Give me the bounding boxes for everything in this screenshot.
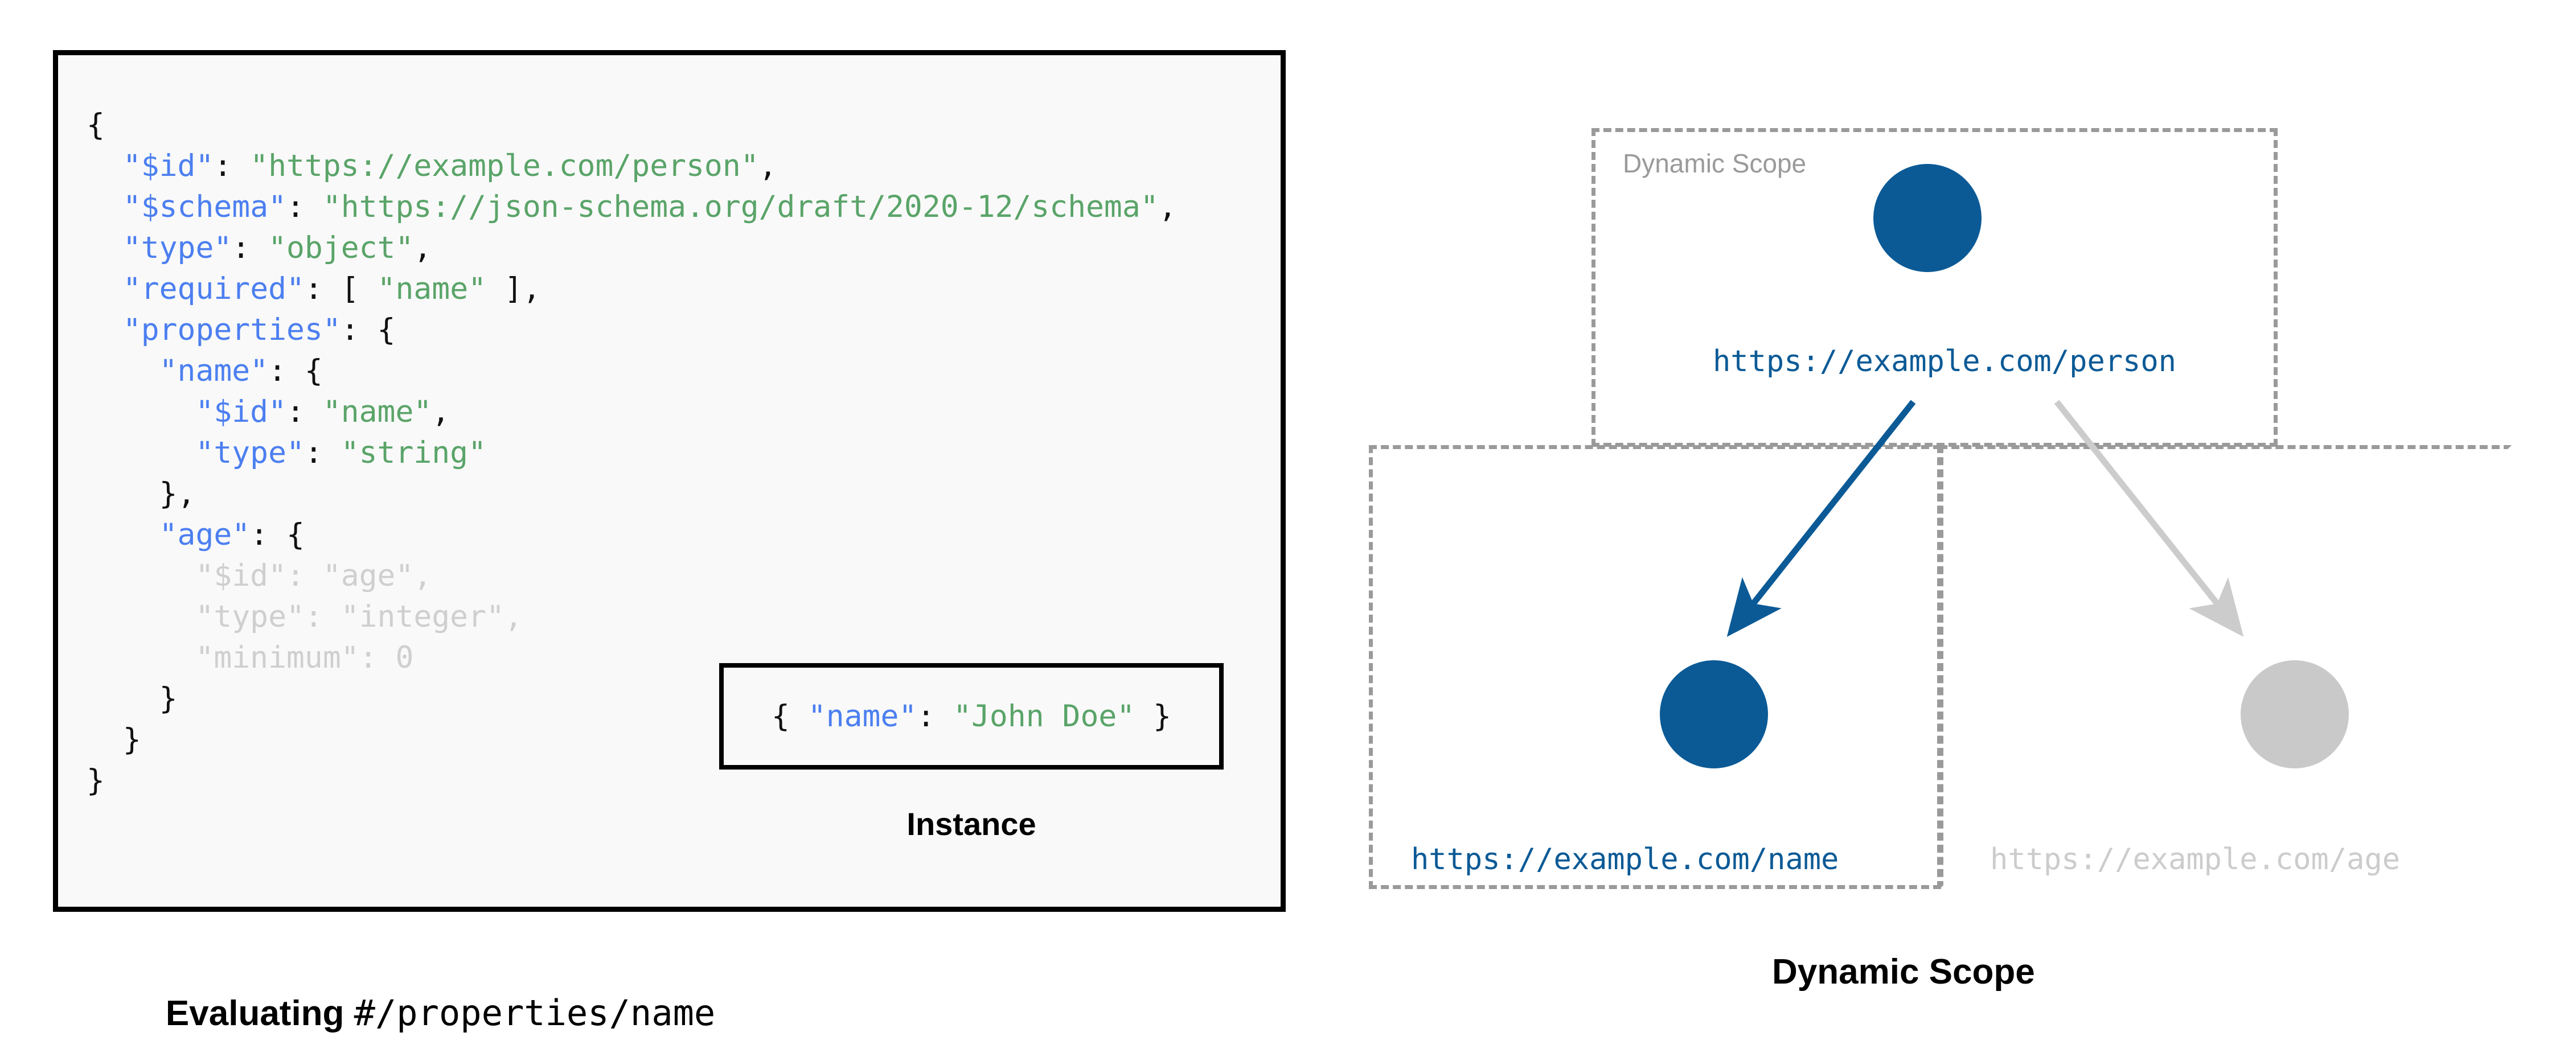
instance-code-text: { "name": "John Doe" } (772, 699, 1171, 734)
schema-code-panel: { "$id": "https://example.com/person", "… (53, 50, 1286, 912)
scope-box-person (1591, 128, 2278, 447)
scope-box-age (1939, 445, 2512, 889)
code-token: : (286, 558, 323, 593)
code-token: : (917, 699, 954, 734)
code-token: : { (341, 312, 396, 347)
code-token: 0 (395, 640, 414, 675)
instance-box: { "name": "John Doe" } (719, 663, 1224, 770)
code-token (87, 231, 123, 265)
code-token (87, 149, 123, 183)
code-token: "name" (377, 272, 487, 306)
code-token: "minimum" (195, 640, 359, 675)
code-token: "age" (322, 558, 414, 593)
code-token: "type" (195, 599, 305, 634)
code-token (87, 312, 123, 347)
node-label-age: https://example.com/age (1990, 842, 2401, 877)
code-token (87, 558, 195, 593)
caption-evaluating: Evaluating #/properties/name (126, 952, 715, 1053)
code-token (87, 640, 195, 675)
code-token: "$schema" (122, 190, 287, 224)
code-token: , (432, 394, 450, 429)
code-token: : { (250, 517, 305, 552)
code-token (87, 190, 123, 224)
code-token: : (304, 599, 341, 634)
dynamic-scope-diagram: Dynamic Scope https://example.com/person… (1338, 85, 2551, 916)
node-label-name: https://example.com/name (1411, 842, 1839, 877)
code-token: , (504, 599, 523, 634)
code-token: "John Doe" (953, 699, 1135, 734)
code-token: { (87, 108, 105, 142)
code-token: "required" (122, 272, 305, 306)
code-token: : (214, 149, 251, 183)
scope-box-title: Dynamic Scope (1623, 149, 1807, 178)
code-token (87, 599, 195, 634)
code-token: : (304, 435, 341, 470)
code-token: "$id" (122, 149, 214, 183)
caption-evaluating-bold: Evaluating (165, 994, 354, 1033)
code-token: ], (486, 272, 541, 306)
code-token: : [ (304, 272, 378, 306)
code-token: "name" (322, 394, 432, 429)
code-token: "name" (159, 353, 269, 388)
code-token: }, (87, 476, 196, 511)
code-token: "https://example.com/person" (250, 149, 759, 183)
code-token: { (771, 699, 808, 734)
code-token: : (286, 190, 323, 224)
code-token: : (286, 394, 323, 429)
code-token: } (1135, 699, 1172, 734)
code-token: : { (268, 353, 323, 388)
code-token: } (87, 763, 105, 798)
code-token: , (1158, 190, 1177, 224)
caption-dynamic-scope: Dynamic Scope (1772, 952, 2035, 992)
code-token: "object" (268, 231, 414, 265)
code-token: "properties" (122, 312, 341, 347)
code-token: "type" (122, 231, 232, 265)
code-token: "name" (807, 699, 917, 734)
code-token (87, 353, 159, 388)
node-label-person: https://example.com/person (1713, 344, 2176, 379)
node-person[interactable] (1873, 164, 1982, 272)
code-token: , (413, 231, 432, 265)
code-token: "https://json-schema.org/draft/2020-12/s… (322, 190, 1159, 224)
scope-box-name (1369, 445, 1941, 889)
code-token (87, 394, 195, 429)
code-token: "age" (159, 517, 251, 552)
code-token: "$id" (195, 394, 286, 429)
code-token: : (359, 640, 396, 675)
code-token: "integer" (341, 599, 504, 634)
schema-code-text: { "$id": "https://example.com/person", "… (87, 105, 1177, 801)
code-token (87, 272, 123, 306)
code-token: "string" (341, 435, 487, 470)
code-token: } (87, 681, 178, 716)
node-age[interactable] (2241, 660, 2349, 768)
node-name[interactable] (1660, 660, 1768, 768)
instance-label: Instance (906, 806, 1036, 842)
code-token (87, 435, 195, 470)
code-token: } (87, 722, 141, 757)
code-token: : (232, 231, 269, 265)
code-token (87, 517, 159, 552)
code-token: "type" (195, 435, 305, 470)
code-token: "$id" (195, 558, 286, 593)
caption-evaluating-pointer: #/properties/name (354, 992, 716, 1034)
code-token: , (413, 558, 432, 593)
code-token: , (758, 149, 777, 183)
